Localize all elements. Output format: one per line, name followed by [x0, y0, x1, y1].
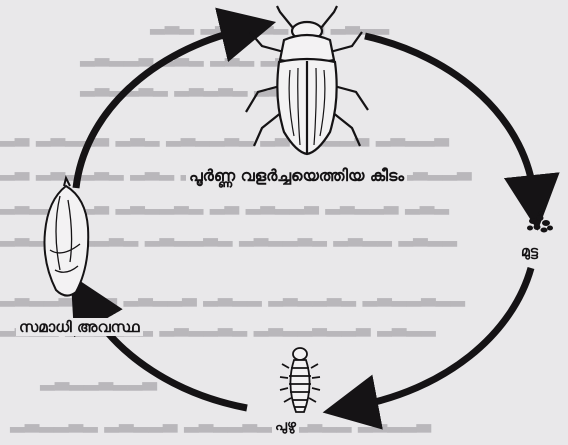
stage-label-larva: പുഴു: [272, 418, 299, 434]
arrow-egg-to-larva: [357, 268, 531, 406]
stage-label-adult: പൂർണ്ണ വളർച്ചയെത്തിയ കീടം: [186, 166, 407, 186]
stage-label-egg: മുട്ട: [518, 244, 541, 260]
larva-icon: [280, 348, 320, 412]
arrow-pupa-to-adult: [76, 30, 242, 188]
eggs-icon: [527, 211, 553, 233]
beetle-icon: [246, 6, 368, 154]
stage-label-pupa: സമാധി അവസ്ഥ: [16, 318, 143, 336]
pupa-icon: [44, 178, 88, 296]
